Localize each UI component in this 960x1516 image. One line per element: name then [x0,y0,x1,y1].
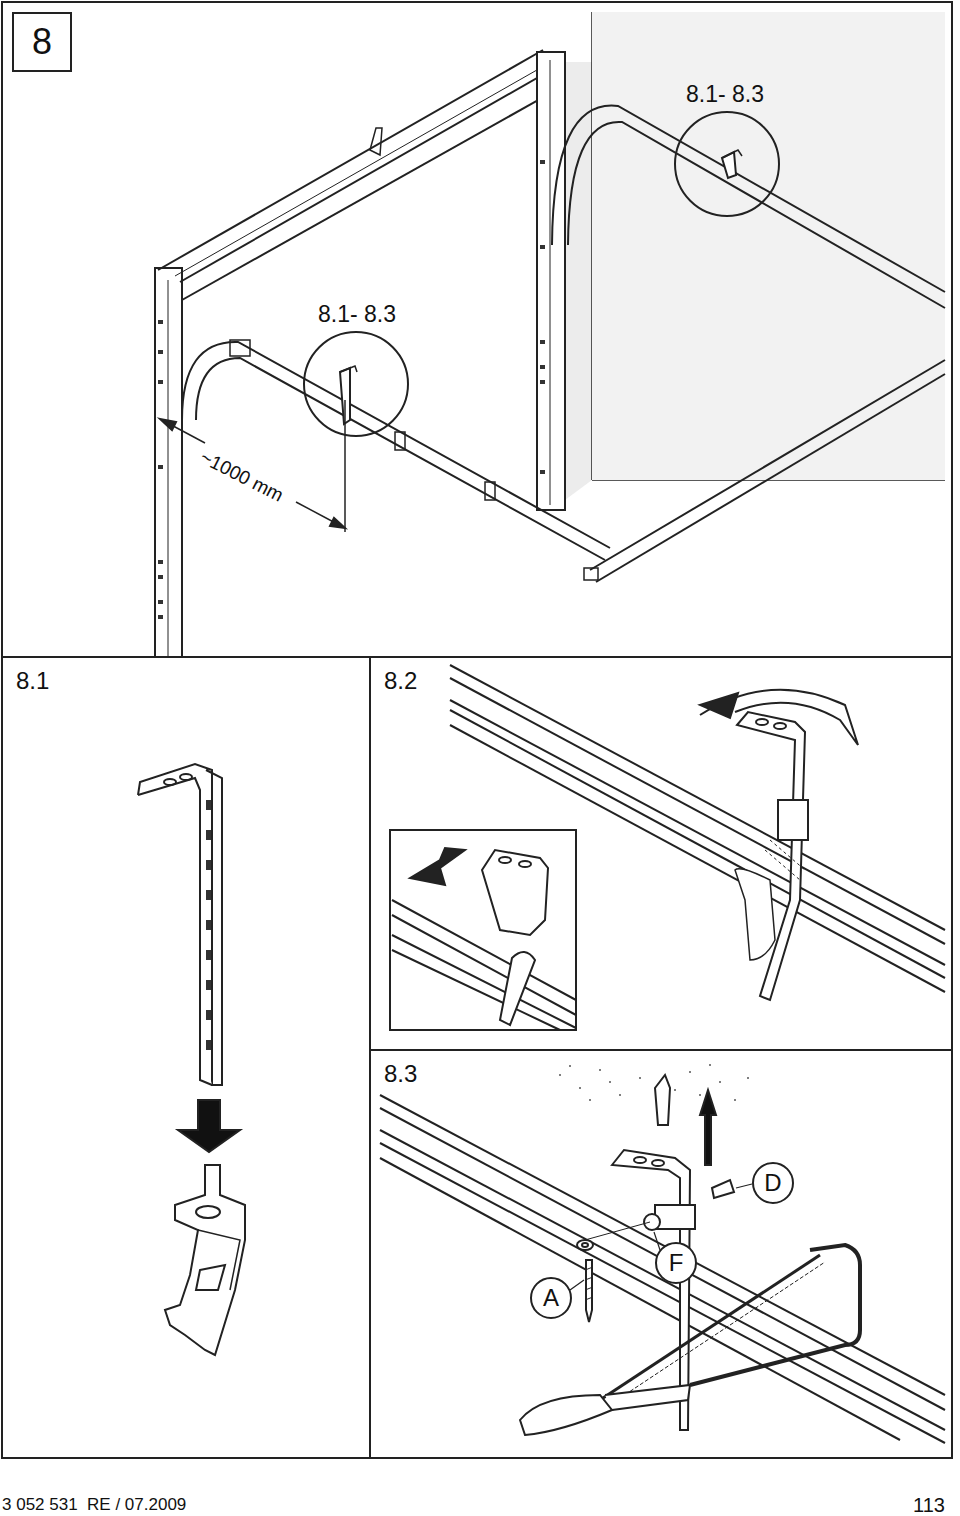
callout-letter: 8 [32,24,52,60]
callout-letter: D [764,1171,781,1195]
callout-letter: F [669,1251,684,1275]
step-panel: 8.2 [370,657,952,1050]
part-callout: F [655,1242,697,1284]
step-label: 8.2 [382,669,419,693]
step-panel: 8.3A D F [370,1050,952,1458]
document-number: 3 052 531 RE / 07.2009 [2,1496,186,1515]
step-number-box: 8 [12,12,72,72]
step-label: 8.3 [382,1062,419,1086]
step-panel: 8.1 [2,657,370,1458]
step-label: 8.1 [14,669,51,693]
part-callout: A [530,1277,572,1319]
detail-reference: 8.1- 8.3 [318,302,396,327]
callout-letter: A [543,1286,559,1310]
page-number: 113 [913,1494,945,1516]
detail-reference: 8.1- 8.3 [686,82,764,107]
part-callout: D [752,1162,794,1204]
dimension-label: ~1000 mm [197,447,287,507]
